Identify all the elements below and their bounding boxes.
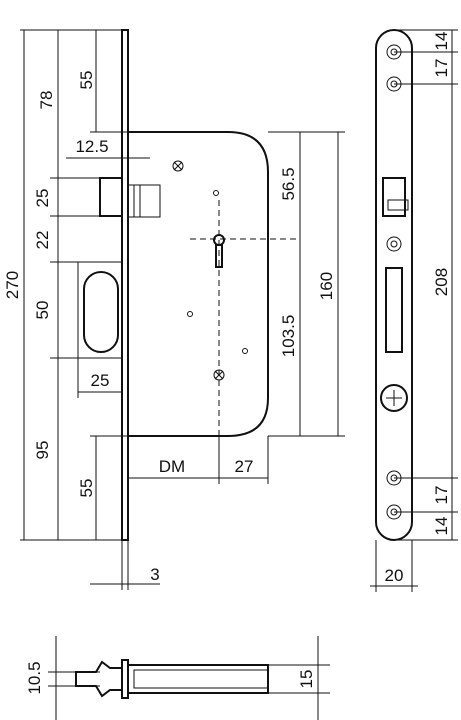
- dim-faceplate-hole-top-2: 17: [432, 59, 451, 78]
- front-view: [77, 29, 300, 541]
- cylinder-opening: [83, 271, 119, 353]
- bottom-view: [75, 659, 269, 699]
- bottom-view-labels: 10.5 15: [25, 661, 316, 694]
- bottom-faceplate: [121, 659, 129, 699]
- dim-faceplate-length: 208: [432, 268, 451, 296]
- faceplate-labels: 14 17 208 17 14 20: [385, 32, 451, 585]
- bottom-case: [127, 664, 269, 694]
- front-view-dimensions: [20, 29, 345, 590]
- dim-case-radius: 27: [235, 457, 254, 476]
- lock-case-body: [128, 131, 269, 437]
- bottom-view-dimensions: [48, 636, 330, 720]
- dim-faceplate-hole-bottom-2: 14: [432, 517, 451, 536]
- dim-faceplate-width: 20: [385, 566, 404, 585]
- hole-3: [242, 348, 248, 354]
- dim-plate-thickness: 3: [150, 565, 159, 584]
- cylinder-frame: [77, 261, 123, 359]
- faceplate-dimensions: [370, 29, 458, 592]
- faceplate-hole-middle: [386, 236, 402, 252]
- dim-latch-to-cylinder: 22: [33, 231, 52, 250]
- dim-bottom-section: 95: [33, 441, 52, 460]
- dim-faceplate-hole-top-1: 14: [432, 32, 451, 51]
- faceplate-latch: [382, 177, 406, 217]
- dim-backset: DM: [159, 457, 185, 476]
- hole-1: [213, 190, 219, 196]
- dim-case-height: 160: [317, 272, 336, 300]
- dim-backset-small: 12.5: [75, 137, 108, 156]
- front-view-labels: 270 78 55 12.5 25 22 50 25 95 55 DM 27 3…: [3, 71, 336, 584]
- dim-bottom-view-height: 10.5: [25, 661, 44, 694]
- dim-cylinder-height: 50: [33, 301, 52, 320]
- latch-bolt-inner: [127, 184, 161, 218]
- dim-top-to-handle: 78: [37, 91, 56, 110]
- faceplate-bolt-slot: [385, 267, 403, 353]
- dim-faceplate-hole-bottom-1: 17: [432, 486, 451, 505]
- faceplate-cylinder: [380, 384, 408, 412]
- dim-upper-right: 56.5: [279, 167, 298, 200]
- faceplate-outline: [375, 29, 413, 541]
- dim-lower-right: 103.5: [279, 315, 298, 358]
- screw-top: [172, 160, 184, 172]
- hole-2: [187, 311, 193, 317]
- dim-cylinder-width: 25: [91, 371, 110, 390]
- faceplate-view: [375, 29, 413, 541]
- dim-top-to-case: 55: [77, 71, 96, 90]
- dim-bottom-view-width: 15: [297, 670, 316, 689]
- front-faceplate: [121, 29, 129, 541]
- dim-total-height: 270: [3, 271, 22, 299]
- latch-bolt: [99, 177, 123, 217]
- dim-latch-height: 25: [33, 189, 52, 208]
- bottom-latch: [75, 660, 122, 698]
- dim-bottom-to-case: 55: [77, 479, 96, 498]
